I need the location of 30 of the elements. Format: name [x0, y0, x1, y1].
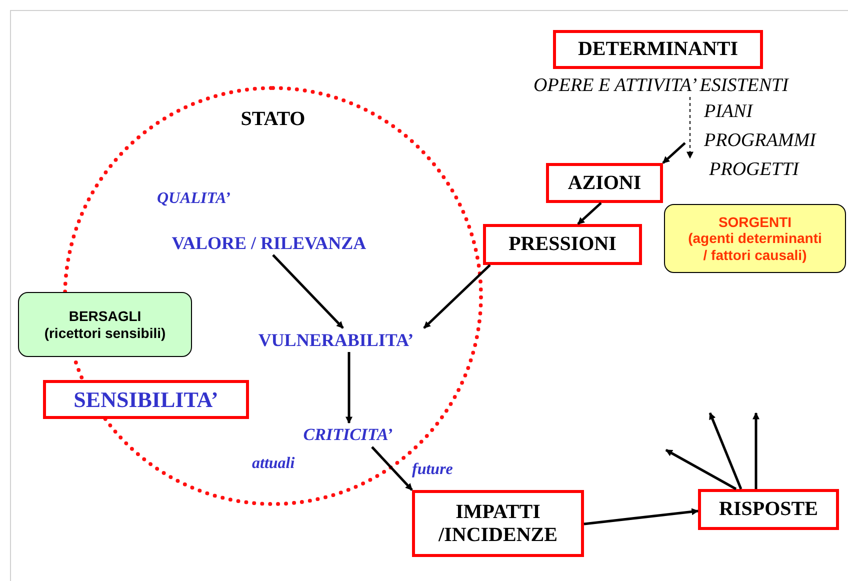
process-box: IMPATTI /INCIDENZE	[412, 490, 584, 557]
arrow	[708, 412, 742, 490]
text-label: QUALITA’	[157, 190, 230, 208]
note-box: BERSAGLI (ricettori sensibili)	[18, 292, 192, 357]
text-label: attuali	[252, 455, 295, 473]
process-box: PRESSIONI	[483, 224, 642, 265]
arrow	[584, 508, 699, 526]
arrow	[577, 202, 602, 225]
process-box: AZIONI	[546, 163, 663, 203]
text-label: PIANI	[704, 101, 753, 123]
node-text: PROGETTI	[688, 158, 804, 182]
arrow	[662, 142, 686, 164]
process-box: SENSIBILITA’	[43, 380, 249, 419]
node-text: CRITICITA’	[292, 423, 404, 447]
arrow	[346, 352, 352, 424]
node-text: VULNERABILITA’	[248, 328, 424, 352]
text-label: PROGRAMMI	[704, 130, 816, 152]
arrow	[665, 448, 737, 490]
arrow	[272, 254, 344, 329]
arrow	[423, 264, 491, 329]
arrow	[371, 446, 413, 491]
circle-title: STATO	[240, 108, 306, 131]
note-box: SORGENTI (agenti determinanti / fattori causali)	[664, 204, 846, 273]
text-label: future	[412, 461, 453, 479]
arrow	[686, 96, 694, 159]
process-box: RISPOSTE	[698, 489, 839, 530]
node-text: VALORE / RILEVANZA	[159, 231, 379, 255]
arrow	[752, 412, 760, 489]
process-box: DETERMINANTI	[553, 30, 763, 69]
node-text: OPERE E ATTIVITA’ ESISTENTI	[515, 74, 807, 98]
